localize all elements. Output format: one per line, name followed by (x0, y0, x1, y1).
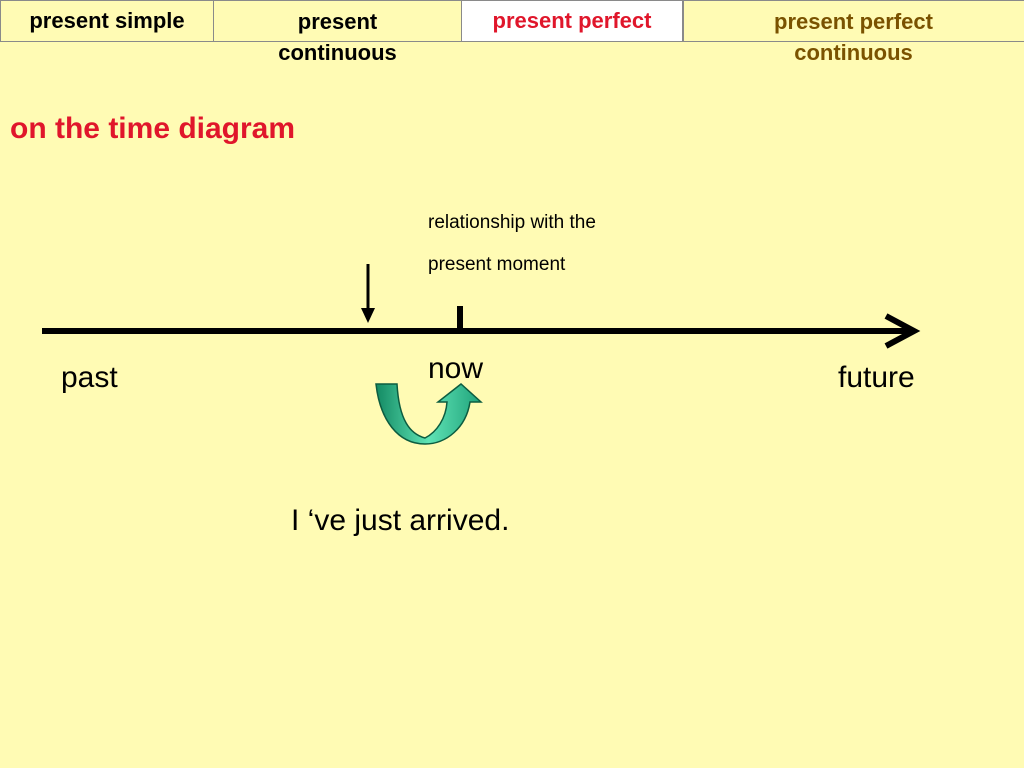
tab-label: present perfect continuous (774, 9, 933, 65)
tab-present-perfect[interactable]: present perfect (461, 0, 683, 42)
past-label: past (61, 361, 118, 394)
tab-present-simple[interactable]: present simple (0, 0, 214, 42)
future-label: future (838, 361, 915, 394)
event-pointer-arrow (361, 264, 375, 323)
annotation-line-2: present moment (428, 254, 566, 275)
tab-present-continuous[interactable]: present continuous (214, 0, 461, 70)
tab-label: present simple (29, 8, 185, 33)
section-heading: on the time diagram (10, 112, 296, 145)
tense-tab-bar: present simple present continuous presen… (0, 0, 1024, 65)
now-label: now (428, 352, 484, 385)
example-sentence: I ‘ve just arrived. (291, 504, 510, 537)
future-arrowhead (884, 313, 921, 349)
tab-label: present perfect (492, 8, 652, 33)
tab-label: present continuous (278, 9, 397, 65)
curved-return-arrow-icon (375, 383, 483, 445)
annotation-line-1: relationship with the (428, 212, 596, 233)
tab-present-perfect-continuous[interactable]: present perfect continuous (683, 0, 1024, 70)
